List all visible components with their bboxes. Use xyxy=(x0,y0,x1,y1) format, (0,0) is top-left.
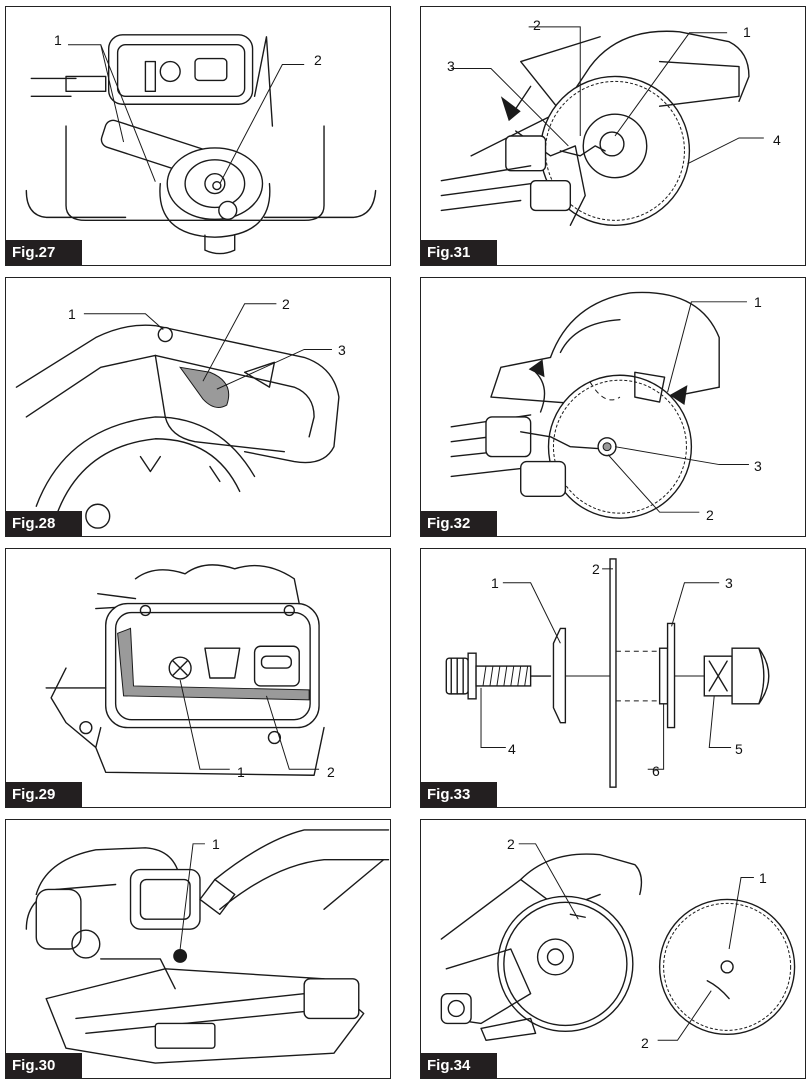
fig27-callout-2: 2 xyxy=(314,52,322,68)
fig29-label: Fig.29 xyxy=(6,782,82,807)
figure-28: 1 2 3 Fig.28 xyxy=(5,277,391,537)
fig33-callout-2: 2 xyxy=(592,561,600,577)
fig32-callout-2: 2 xyxy=(706,507,714,523)
fig34-label: Fig.34 xyxy=(421,1053,497,1078)
fig31-label: Fig.31 xyxy=(421,240,497,265)
fig34-illustration xyxy=(440,843,796,1041)
fig31-callout-2: 2 xyxy=(533,17,541,33)
fig28-label: Fig.28 xyxy=(6,511,82,536)
figure-31: 2 1 3 4 Fig.31 xyxy=(420,6,806,266)
fig32-callout-1: 1 xyxy=(754,294,762,310)
fig32-callout-3: 3 xyxy=(754,458,762,474)
fig27-label: Fig.27 xyxy=(6,240,82,265)
fig34-callout-2-bottom: 2 xyxy=(641,1035,649,1051)
fig31-illustration xyxy=(440,26,764,227)
fig32-illustration xyxy=(450,291,749,519)
fig32-label: Fig.32 xyxy=(421,511,497,536)
fig34-callout-2-top: 2 xyxy=(507,836,515,852)
fig30-illustration xyxy=(25,829,390,1064)
figure-33: 2 1 3 4 6 5 Fig.33 xyxy=(420,548,806,808)
fig33-callout-3: 3 xyxy=(725,575,733,591)
fig29-callout-1: 1 xyxy=(237,764,245,780)
figure-29: 1 2 Fig.29 xyxy=(5,548,391,808)
fig33-illustration xyxy=(445,558,770,788)
figure-30: 1 Fig.30 xyxy=(5,819,391,1079)
fig28-callout-1: 1 xyxy=(68,306,76,322)
fig27-illustration xyxy=(25,34,377,255)
fig29-callout-2: 2 xyxy=(327,764,335,780)
fig33-callout-6: 6 xyxy=(652,763,660,779)
fig34-callout-1: 1 xyxy=(759,870,767,886)
figure-32: 1 3 2 Fig.32 xyxy=(420,277,806,537)
fig27-callout-1: 1 xyxy=(54,32,62,48)
fig31-callout-1: 1 xyxy=(743,24,751,40)
fig33-callout-1: 1 xyxy=(491,575,499,591)
fig30-label: Fig.30 xyxy=(6,1053,82,1078)
figure-27: 1 2 Fig.27 xyxy=(5,6,391,266)
fig29-illustration xyxy=(45,564,325,776)
fig33-callout-5: 5 xyxy=(735,741,743,757)
fig28-callout-3: 3 xyxy=(338,342,346,358)
fig33-callout-4: 4 xyxy=(508,741,516,757)
figure-34: 2 1 2 Fig.34 xyxy=(420,819,806,1079)
fig31-callout-4: 4 xyxy=(773,132,781,148)
fig28-illustration xyxy=(15,303,340,529)
fig31-callout-3: 3 xyxy=(447,58,455,74)
fig28-callout-2: 2 xyxy=(282,296,290,312)
fig33-label: Fig.33 xyxy=(421,782,497,807)
fig30-callout-1: 1 xyxy=(212,836,220,852)
